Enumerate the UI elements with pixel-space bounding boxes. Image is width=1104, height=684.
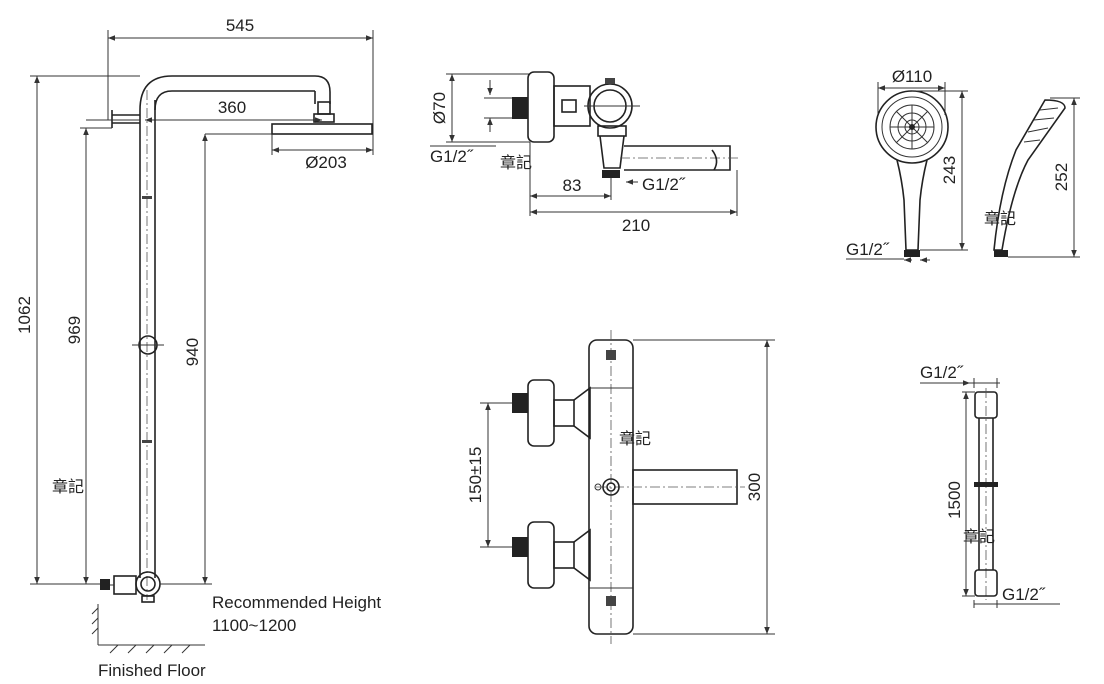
recommended-height-label: Recommended Height <box>212 593 381 612</box>
inlet-thread: G1/2˝ <box>430 147 474 166</box>
hand-shower-view: Ø110 243 252 章記 G <box>846 67 1080 263</box>
finished-floor-label: Finished Floor <box>98 661 206 680</box>
dim-dia-110: Ø110 <box>892 67 932 86</box>
dim-545: 545 <box>226 16 254 35</box>
dim-210: 210 <box>622 216 650 235</box>
dim-300: 300 <box>745 473 764 501</box>
dim-252: 252 <box>1052 163 1071 191</box>
dim-head-dia: Ø203 <box>305 153 347 172</box>
dim-150-15: 150±15 <box>466 447 485 504</box>
stamp-mixer: 章記 <box>500 153 532 172</box>
spray-pattern-icon <box>889 104 935 150</box>
stamp-hose: 章記 <box>963 527 995 546</box>
shower-column-view: 545 360 Ø203 <box>15 16 381 680</box>
hose-view: G1/2˝ 1500 章記 G1/2˝ <box>920 363 1060 608</box>
dim-940: 940 <box>183 338 202 366</box>
hand-shower-thread: G1/2˝ <box>846 240 890 259</box>
recommended-height-range: 1100~1200 <box>212 616 296 635</box>
dim-360: 360 <box>218 98 246 117</box>
dim-83: 83 <box>563 176 582 195</box>
outlet-thread: G1/2˝ <box>642 175 686 194</box>
dim-dia-70: Ø70 <box>430 92 449 124</box>
hose-bottom-thread: G1/2˝ <box>1002 585 1046 604</box>
dim-243: 243 <box>940 156 959 184</box>
dim-969: 969 <box>65 316 84 344</box>
stamp-thermostat: 章記 <box>619 429 651 448</box>
thermostat-view: 150±15 300 章記 <box>466 330 775 644</box>
dim-1062: 1062 <box>15 296 34 334</box>
stamp-column: 章記 <box>52 477 84 496</box>
bath-mixer-view: Ø70 G1/2˝ 章記 83 G1/2˝ 21 <box>430 71 738 235</box>
stamp-hand-shower: 章記 <box>984 209 1016 228</box>
hose-top-thread: G1/2˝ <box>920 363 964 382</box>
dim-1500: 1500 <box>945 481 964 519</box>
